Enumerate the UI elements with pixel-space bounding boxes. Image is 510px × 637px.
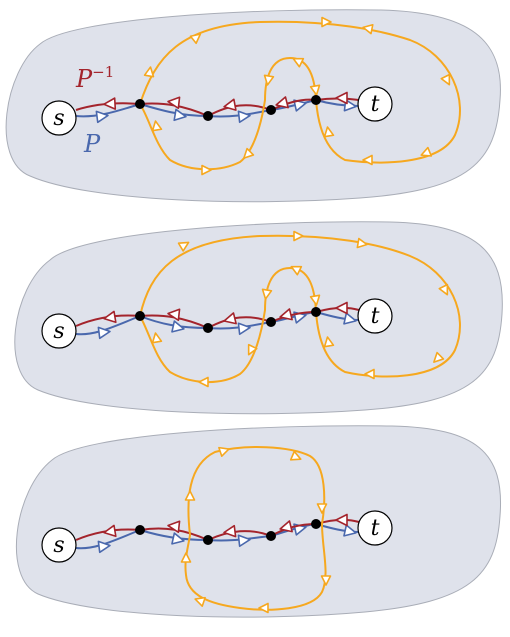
target-node-3: t	[357, 510, 393, 546]
vertex	[203, 535, 213, 545]
panel-3: s t	[15, 425, 502, 618]
source-node-3: s	[41, 527, 77, 563]
vertex	[135, 99, 145, 109]
panel-1: s t P−1 P	[5, 9, 501, 203]
source-label: s	[53, 319, 64, 344]
vertex	[135, 311, 145, 321]
vertices-2	[135, 307, 321, 333]
target-label: t	[371, 304, 380, 329]
vertex	[203, 323, 213, 333]
target-node-1: t	[357, 86, 393, 122]
source-label: s	[53, 106, 64, 131]
vertex	[266, 317, 276, 327]
vertex	[311, 95, 321, 105]
region-3	[15, 425, 502, 618]
target-node-2: t	[357, 298, 393, 334]
vertices-1	[135, 95, 321, 121]
cycle-1	[139, 20, 461, 171]
p-label: P	[83, 130, 101, 158]
vertices-3	[135, 519, 321, 545]
source-label: s	[53, 533, 64, 558]
panel-2: s t	[14, 221, 503, 415]
vertex	[311, 307, 321, 317]
vertex	[266, 531, 276, 541]
source-node-2: s	[41, 313, 77, 349]
cycle-3	[184, 446, 327, 611]
vertex	[203, 111, 213, 121]
target-label: t	[371, 92, 380, 117]
vertex	[135, 525, 145, 535]
target-label: t	[371, 516, 380, 541]
vertex	[311, 519, 321, 529]
vertex	[266, 105, 276, 115]
source-node-1: s	[41, 100, 77, 136]
p-inverse-label: P−1	[75, 63, 114, 93]
